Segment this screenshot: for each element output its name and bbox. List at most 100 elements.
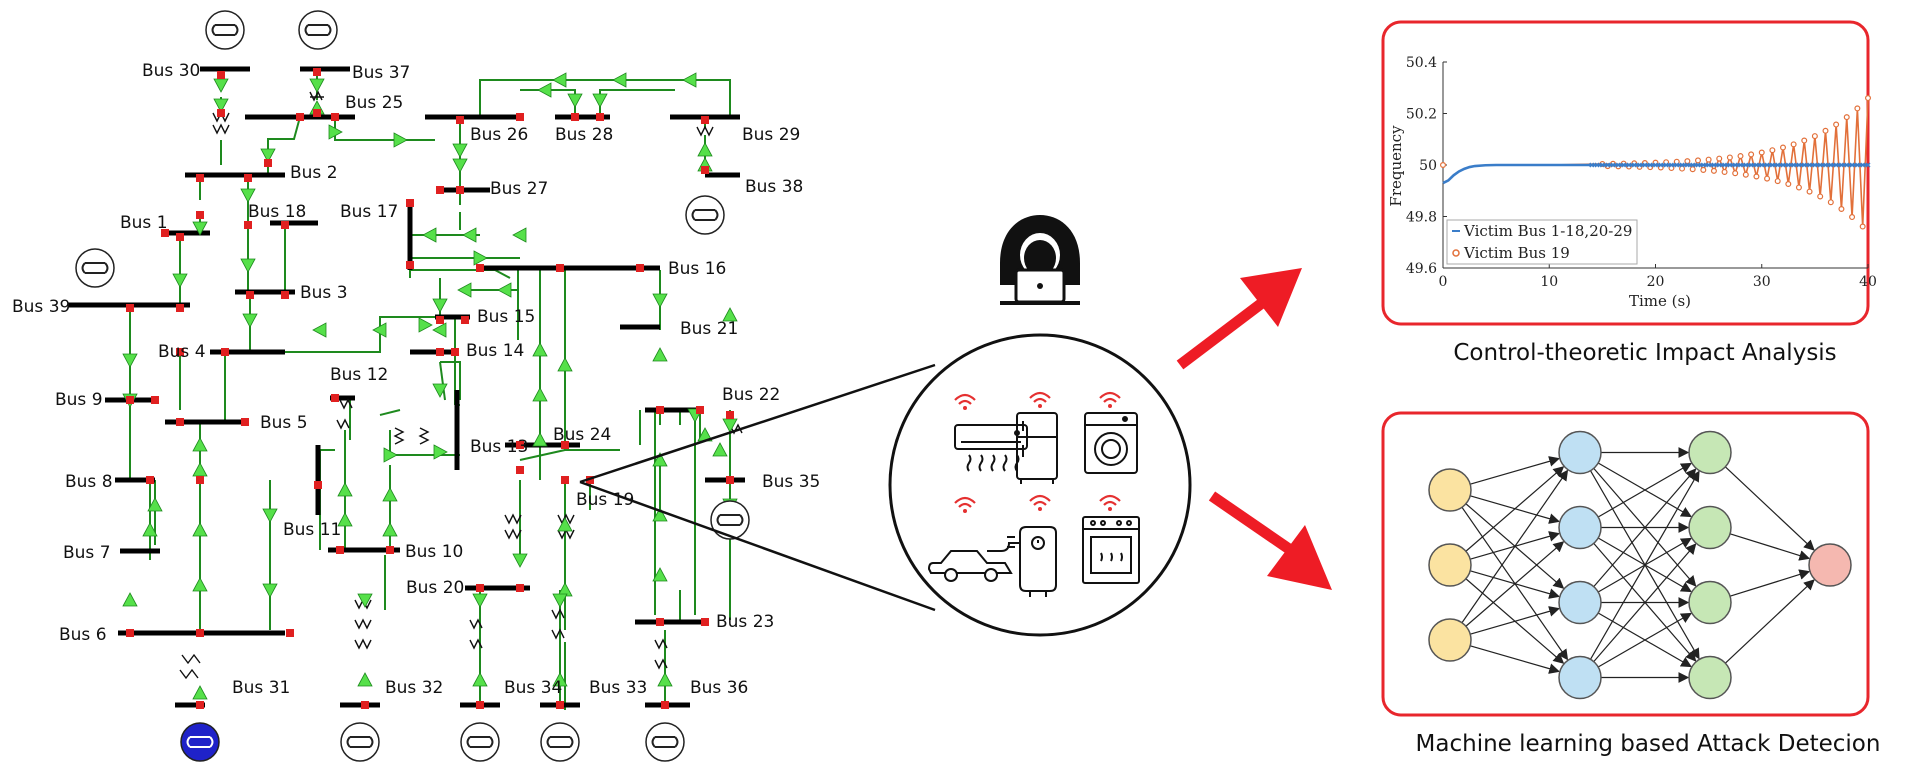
flow-arrow — [712, 442, 728, 457]
bus-label: Bus 28 — [555, 125, 613, 145]
bus-label: Bus 8 — [65, 472, 113, 492]
nn-edge — [1593, 543, 1697, 663]
nn-edge — [1729, 569, 1811, 597]
flow-arrow — [122, 353, 138, 368]
bus-label: Bus 31 — [232, 678, 290, 698]
bus-label: Bus 3 — [300, 283, 348, 303]
breaker-node — [331, 113, 339, 121]
flow-arrow — [592, 93, 608, 108]
breaker-node — [314, 481, 322, 489]
flow-arrow — [192, 685, 208, 700]
point-victim-bus-19 — [1694, 157, 1701, 164]
point-victim-bus-1-18-20-29 — [1807, 162, 1813, 168]
point-victim-bus-1-18-20-29 — [1785, 162, 1791, 168]
breaker-node — [661, 701, 669, 709]
point-victim-bus-19 — [1721, 168, 1728, 175]
point-victim-bus-19 — [1764, 175, 1771, 182]
flow-arrow — [262, 508, 278, 523]
point-victim-bus-1-18-20-29 — [1743, 162, 1749, 168]
nn-edge — [1593, 467, 1697, 587]
point-victim-bus-1-18-20-29 — [1823, 162, 1828, 168]
breaker-node — [176, 233, 184, 241]
nn-edge — [1465, 541, 1565, 627]
flow-arrow — [240, 188, 256, 203]
flow-arrow — [652, 347, 668, 362]
flow-arrow — [452, 143, 468, 158]
flow-arrow — [552, 72, 567, 88]
breaker-node — [516, 113, 524, 121]
breaker-node — [456, 186, 464, 194]
point-victim-bus-1-18-20-29 — [1732, 162, 1738, 168]
point-victim-bus-19 — [1700, 166, 1707, 173]
breaker-node — [196, 701, 204, 709]
x-tick-label: 10 — [1540, 274, 1558, 290]
y-tick-label: 49.8 — [1406, 210, 1437, 226]
impact-panel-title: Control-theoretic Impact Analysis — [1453, 340, 1836, 366]
bus-label: Bus 23 — [716, 612, 774, 632]
breaker-node — [436, 348, 444, 356]
flow-arrow — [697, 142, 713, 157]
point-victim-bus-1-18-20-29 — [1780, 162, 1786, 168]
x-tick-label: 20 — [1647, 274, 1665, 290]
flow-arrow — [260, 148, 276, 163]
bus-label: Bus 9 — [55, 390, 103, 410]
point-victim-bus-19 — [1758, 149, 1765, 156]
series-victim-bus-1-18-20-29 — [1442, 163, 1868, 185]
flow-arrow — [432, 383, 448, 398]
flow-arrow — [240, 258, 256, 273]
breaker-node — [701, 116, 709, 124]
bus-label: Bus 27 — [490, 179, 548, 199]
nn-node — [1808, 543, 1852, 587]
point-victim-bus-1-18-20-29 — [1615, 162, 1621, 168]
wifi-icon — [1029, 391, 1051, 408]
point-victim-bus-19 — [1795, 184, 1802, 191]
generator-icon — [685, 195, 725, 235]
nn-edge — [1465, 578, 1565, 664]
legend-box — [1446, 219, 1638, 265]
breaker-node — [146, 476, 154, 484]
bus-label: Bus 30 — [142, 61, 200, 81]
hacker-icon — [1000, 215, 1080, 305]
flow-arrow — [657, 672, 673, 687]
flow-arrow — [432, 322, 447, 338]
breaker-node — [217, 109, 225, 117]
point-victim-bus-1-18-20-29 — [1753, 162, 1759, 168]
bus-label: Bus 13 — [470, 437, 528, 457]
point-victim-bus-1-18-20-29 — [1817, 162, 1823, 168]
breaker-node — [561, 476, 569, 484]
point-victim-bus-1-18-20-29 — [1706, 162, 1712, 168]
nn-edge — [1470, 456, 1560, 485]
red-arrow-up — [1176, 268, 1302, 370]
bus-bars — [68, 66, 745, 708]
zoom-line-bottom — [579, 480, 936, 612]
chart-legend: Victim Bus 1-18,20-29 Victim Bus 19 — [1446, 219, 1638, 265]
point-victim-bus-19 — [1811, 133, 1818, 140]
flow-arrow — [473, 250, 488, 266]
point-victim-bus-1-18-20-29 — [1653, 162, 1658, 168]
breaker-node — [436, 186, 444, 194]
point-victim-bus-19 — [1748, 151, 1755, 158]
breaker-node — [596, 113, 604, 121]
nn-edge — [1470, 570, 1560, 599]
nn-node — [1558, 580, 1602, 625]
point-victim-bus-1-18-20-29 — [1631, 162, 1637, 168]
point-victim-bus-19 — [1705, 156, 1712, 163]
point-victim-bus-19 — [1684, 158, 1691, 165]
point-victim-bus-19 — [1817, 193, 1824, 200]
neural-network-nodes — [1428, 430, 1852, 700]
point-victim-bus-19 — [1716, 155, 1723, 162]
wifi-icons — [954, 391, 1121, 513]
point-victim-bus-19 — [1833, 121, 1840, 128]
breaker-node — [281, 291, 289, 299]
generator-icon — [298, 10, 338, 50]
wifi-icon — [1099, 494, 1121, 511]
flow-arrow — [337, 512, 353, 527]
breaker-node — [196, 211, 204, 219]
generator-icon — [460, 722, 500, 762]
breaker-node — [451, 348, 459, 356]
load-resistors — [179, 90, 743, 680]
generators — [75, 10, 750, 762]
bus-label: Bus 1 — [120, 213, 168, 233]
